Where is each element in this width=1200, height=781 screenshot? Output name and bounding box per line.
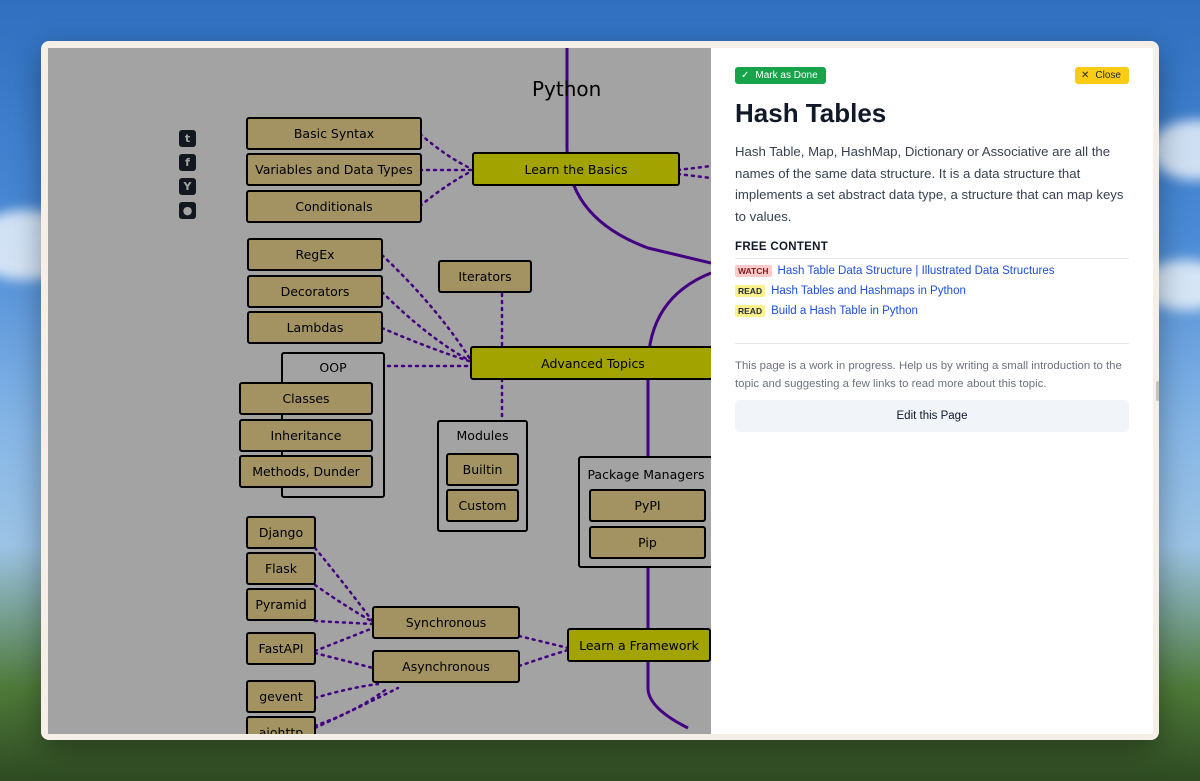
resource-link[interactable]: Build a Hash Table in Python: [771, 305, 918, 317]
oop-label[interactable]: OOP: [319, 360, 347, 375]
topic-description: Hash Table, Map, HashMap, Dictionary or …: [735, 144, 1124, 224]
roadmap-canvas[interactable]: Python t f Y ● Basic Syntax Variables an…: [48, 48, 711, 734]
node-learn-framework[interactable]: Learn a Framework: [567, 628, 711, 662]
node-fastapi[interactable]: FastAPI: [246, 632, 316, 665]
resource-link[interactable]: Hash Tables and Hashmaps in Python: [771, 285, 966, 297]
node-methods-dunder[interactable]: Methods, Dunder: [239, 455, 373, 488]
node-pip[interactable]: Pip: [589, 526, 706, 559]
resource-link[interactable]: Hash Table Data Structure | Illustrated …: [777, 265, 1055, 277]
resource-type-badge: READ: [735, 285, 766, 297]
facebook-icon[interactable]: f: [179, 154, 196, 171]
close-label: Close: [1095, 69, 1121, 81]
mark-done-label: Mark as Done: [755, 69, 818, 81]
node-decorators[interactable]: Decorators: [247, 275, 383, 308]
node-classes[interactable]: Classes: [239, 382, 373, 415]
node-iterators[interactable]: Iterators: [438, 260, 532, 293]
node-conditionals[interactable]: Conditionals: [246, 190, 422, 223]
free-content-heading: FREE CONTENT: [735, 241, 1129, 259]
mark-done-button[interactable]: ✓ Mark as Done: [735, 66, 826, 84]
roadmap-title: Python: [532, 77, 602, 101]
resource-type-badge: WATCH: [735, 265, 772, 277]
topic-detail-panel: ✓ Mark as Done ✕ Close Hash Tables Hash …: [711, 48, 1153, 734]
node-aiohttp[interactable]: aiohttp: [246, 716, 316, 734]
node-asynchronous[interactable]: Asynchronous: [372, 650, 520, 683]
node-inheritance[interactable]: Inheritance: [239, 419, 373, 452]
close-icon: ✕: [1081, 69, 1090, 81]
node-pypi[interactable]: PyPI: [589, 489, 706, 522]
resource-item: WATCH Hash Table Data Structure | Illust…: [735, 263, 1129, 279]
wip-note: This page is a work in progress. Help us…: [735, 360, 1122, 390]
roadmap-connectors: [286, 48, 711, 734]
node-learn-basics[interactable]: Learn the Basics: [472, 152, 680, 186]
close-button[interactable]: ✕ Close: [1075, 66, 1129, 84]
node-synchronous[interactable]: Synchronous: [372, 606, 520, 639]
node-django[interactable]: Django: [246, 516, 316, 549]
scrollbar[interactable]: [1156, 381, 1159, 401]
edit-page-button[interactable]: Edit this Page: [735, 400, 1129, 432]
node-builtin[interactable]: Builtin: [446, 453, 519, 486]
node-variables[interactable]: Variables and Data Types: [246, 153, 422, 186]
modal-backdrop[interactable]: [48, 48, 711, 734]
twitter-icon[interactable]: t: [179, 130, 196, 147]
node-regex[interactable]: RegEx: [247, 238, 383, 271]
resource-item: READ Hash Tables and Hashmaps in Python: [735, 283, 1129, 299]
node-advanced-topics[interactable]: Advanced Topics: [470, 346, 711, 380]
topic-title: Hash Tables: [735, 98, 887, 128]
divider: [735, 343, 1129, 344]
resource-type-badge: READ: [735, 305, 766, 317]
hackernews-icon[interactable]: Y: [179, 178, 196, 195]
node-gevent[interactable]: gevent: [246, 680, 316, 713]
node-basic-syntax[interactable]: Basic Syntax: [246, 117, 422, 150]
resource-item: READ Build a Hash Table in Python: [735, 303, 1129, 319]
app-window: Python t f Y ● Basic Syntax Variables an…: [41, 41, 1159, 740]
check-icon: ✓: [741, 69, 750, 81]
node-flask[interactable]: Flask: [246, 552, 316, 585]
modules-label[interactable]: Modules: [456, 428, 509, 443]
reddit-icon[interactable]: ●: [179, 202, 196, 219]
package-managers-label[interactable]: Package Managers: [587, 467, 705, 482]
node-custom[interactable]: Custom: [446, 489, 519, 522]
node-lambdas[interactable]: Lambdas: [247, 311, 383, 344]
node-pyramid[interactable]: Pyramid: [246, 588, 316, 621]
